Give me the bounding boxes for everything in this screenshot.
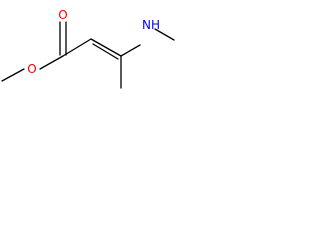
ester-oxygen-label: O: [27, 62, 36, 76]
bond-methyl-ester-oxygen: [1, 68, 25, 82]
bond-ester-oxygen-carbonyl: [39, 55, 64, 70]
bond-carbonyl-alkene: [62, 38, 92, 57]
molecule-canvas: O O NH: [0, 0, 176, 90]
molecule-structure: O O NH: [1, 8, 175, 89]
bond-alkene-double-1: [90, 38, 122, 57]
bond-alkene-double-2: [92, 43, 119, 60]
bond-alkene-nitrogen: [120, 44, 141, 57]
bond-nitrogen-methyl: [154, 28, 175, 41]
amine-nitrogen-label: NH: [142, 18, 160, 32]
carbonyl-oxygen-label: O: [58, 8, 67, 22]
